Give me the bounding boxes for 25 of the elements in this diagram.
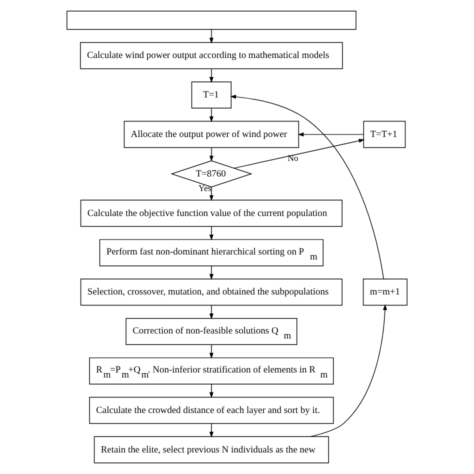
arrow — [209, 423, 214, 438]
arrow — [209, 29, 214, 44]
arrow — [209, 304, 214, 320]
arrow — [234, 138, 365, 169]
node-box — [66, 10, 356, 30]
arrow — [209, 108, 214, 122]
arrow — [209, 384, 214, 398]
arrow — [209, 344, 214, 359]
node-box: Calculate wind power output according to mathematical models — [80, 42, 343, 70]
node-box: Calculate the crowded distance of each layer and sort by it. — [89, 396, 334, 424]
arrow — [230, 94, 384, 280]
edge-label: No — [288, 152, 298, 163]
node-box: Retain the elite, select previous N individuals as the new — [94, 436, 329, 464]
arrow — [209, 266, 214, 280]
node-box: m=m+1 — [362, 278, 408, 306]
node-box: T=1 — [191, 82, 232, 109]
arrow — [209, 68, 214, 83]
node-box: Allocate the output power of wind power — [124, 120, 300, 148]
node-box: Calculate the objective function value of the current population — [80, 200, 342, 227]
node-box: Selection, crossover, mutation, and obtained the subpopulations — [80, 278, 342, 306]
node-box: T=T+1 — [363, 120, 406, 148]
arrow — [209, 186, 214, 202]
arrow — [298, 132, 364, 136]
arrow — [209, 226, 214, 240]
arrow — [209, 147, 214, 162]
